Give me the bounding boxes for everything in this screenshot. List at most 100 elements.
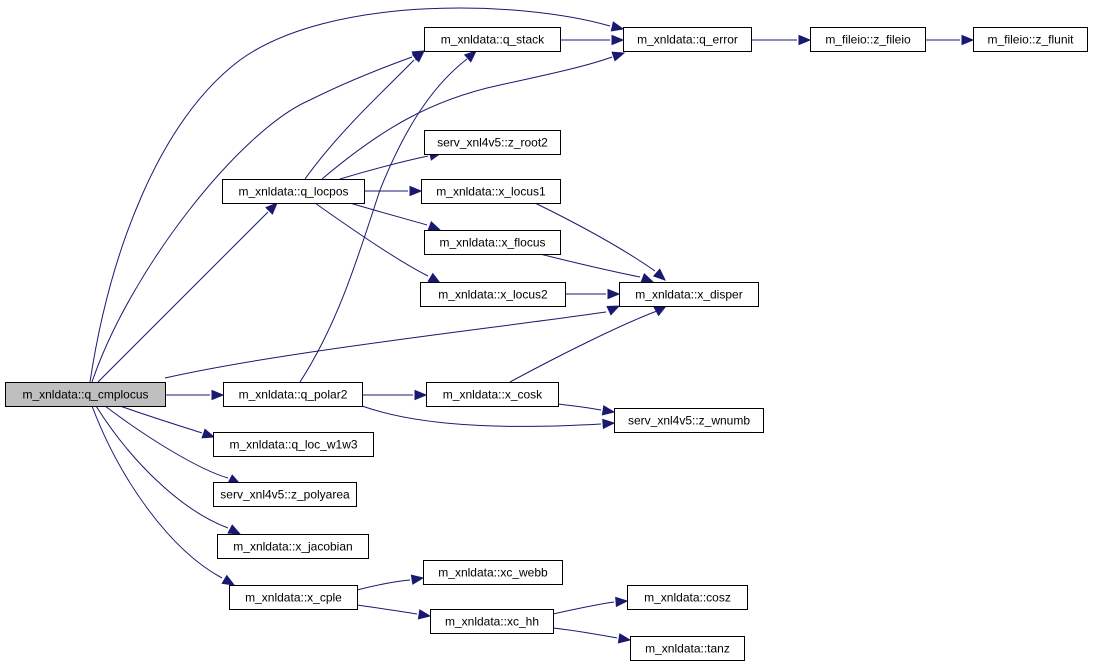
- node-label: m_xnldata::q_loc_w1w3: [229, 438, 357, 452]
- node-x-locus1[interactable]: m_xnldata::x_locus1: [421, 179, 561, 204]
- node-label: m_xnldata::cosz: [644, 591, 731, 605]
- node-label: m_xnldata::x_locus1: [436, 185, 546, 199]
- node-q-stack[interactable]: m_xnldata::q_stack: [424, 27, 561, 52]
- node-label: m_xnldata::q_cmplocus: [22, 388, 148, 402]
- node-z-flunit[interactable]: m_fileio::z_flunit: [973, 27, 1088, 52]
- node-box: [810, 27, 926, 52]
- node-x-jacobian[interactable]: m_xnldata::x_jacobian: [217, 534, 369, 559]
- arrowhead-q_cmplocus-to-q_error: [610, 21, 625, 32]
- edge-x_flocus-to-x_disper: [539, 253, 641, 278]
- node-box: [421, 179, 561, 204]
- arrowhead-q_locpos-to-q_error: [611, 51, 626, 62]
- edge-q_polar2-to-q_stack: [299, 58, 468, 383]
- arrowhead-q_cmplocus-to-q_loc_w1w3: [201, 428, 216, 439]
- node-x-disper[interactable]: m_xnldata::x_disper: [619, 282, 759, 307]
- node-x-flocus[interactable]: m_xnldata::x_flocus: [424, 230, 561, 255]
- node-x-cosk[interactable]: m_xnldata::x_cosk: [426, 382, 559, 407]
- node-label: m_xnldata::x_cple: [245, 591, 342, 605]
- node-box: [5, 382, 166, 407]
- node-z-fileio[interactable]: m_fileio::z_fileio: [810, 27, 926, 52]
- arrowhead-q_locpos-to-x_locus1: [409, 185, 423, 197]
- arrowhead-x_cosk-to-z_wnumb: [601, 405, 616, 416]
- node-box: [222, 179, 365, 204]
- node-box: [424, 27, 561, 52]
- arrowhead-q_locpos-to-q_stack: [411, 50, 425, 63]
- node-box: [424, 130, 561, 155]
- node-label: m_xnldata::tanz: [645, 642, 730, 656]
- node-label: serv_xnl4v5::z_wnumb: [628, 414, 750, 428]
- node-label: serv_xnl4v5::z_root2: [437, 136, 548, 150]
- node-label: m_fileio::z_flunit: [987, 33, 1074, 47]
- node-label: serv_xnl4v5::z_polyarea: [220, 488, 350, 502]
- arrowhead-q_polar2-to-x_cosk: [414, 389, 428, 401]
- node-box: [973, 27, 1088, 52]
- arrowhead-x_flocus-to-x_disper: [640, 273, 655, 283]
- arrowhead-q_cmplocus-to-x_disper: [606, 305, 621, 316]
- edge-q_locpos-to-q_error: [321, 56, 613, 180]
- edge-x_locus1-to-x_disper: [534, 202, 656, 272]
- node-z-polyarea[interactable]: serv_xnl4v5::z_polyarea: [213, 482, 357, 507]
- node-box: [229, 585, 358, 610]
- node-label: m_xnldata::x_cosk: [443, 388, 543, 402]
- arrowhead-q_polar2-to-q_stack: [463, 50, 477, 63]
- arrowhead-q_cmplocus-to-q_polar2: [211, 389, 225, 401]
- node-z-root2[interactable]: serv_xnl4v5::z_root2: [424, 130, 561, 155]
- node-box: [223, 382, 363, 407]
- node-box: [213, 482, 357, 507]
- edge-q_cmplocus-to-z_polyarea: [104, 405, 229, 479]
- edge-q_locpos-to-z_root2: [339, 155, 429, 180]
- node-label: m_xnldata::xc_hh: [445, 615, 539, 629]
- arrowhead-q_polar2-to-z_wnumb: [602, 418, 616, 430]
- edge-x_cosk-to-z_wnumb: [557, 403, 602, 411]
- arrowhead-x_cple-to-xc_webb: [410, 574, 425, 585]
- node-q-loc-w1w3[interactable]: m_xnldata::q_loc_w1w3: [213, 432, 374, 457]
- node-box: [614, 408, 764, 433]
- arrowhead-x_locus1-to-x_disper: [652, 268, 666, 281]
- node-q-locpos[interactable]: m_xnldata::q_locpos: [222, 179, 365, 204]
- node-box: [430, 609, 554, 634]
- arrowhead-q_cmplocus-to-x_cple: [221, 574, 236, 586]
- node-box: [630, 636, 745, 661]
- node-box: [623, 27, 752, 52]
- node-box: [423, 560, 563, 585]
- arrowhead-x_locus2-to-x_disper: [607, 288, 621, 300]
- node-tanz[interactable]: m_xnldata::tanz: [630, 636, 745, 661]
- arrowhead-xc_hh-to-tanz: [617, 633, 632, 644]
- node-box: [627, 585, 748, 610]
- node-z-wnumb[interactable]: serv_xnl4v5::z_wnumb: [614, 408, 764, 433]
- arrowhead-xc_hh-to-cosz: [615, 596, 629, 608]
- node-label: m_xnldata::x_disper: [635, 288, 742, 302]
- edge-x_cple-to-xc_hh: [356, 604, 418, 615]
- edge-q_cmplocus-to-x_cple: [91, 405, 223, 579]
- node-label: m_xnldata::q_polar2: [239, 388, 348, 402]
- node-q-cmplocus[interactable]: m_xnldata::q_cmplocus: [5, 382, 166, 407]
- arrowhead-q_locpos-to-x_locus2: [427, 272, 442, 284]
- edge-q_cmplocus-to-q_error: [89, 7, 611, 383]
- node-q-polar2[interactable]: m_xnldata::q_polar2: [223, 382, 363, 407]
- arrowhead-x_cosk-to-x_disper: [653, 305, 668, 317]
- edge-x_cple-to-xc_webb: [356, 579, 411, 591]
- arrowhead-q_cmplocus-to-q_locpos: [265, 202, 278, 215]
- edge-q_locpos-to-q_stack: [304, 59, 415, 180]
- node-cosz[interactable]: m_xnldata::cosz: [627, 585, 748, 610]
- node-xc-hh[interactable]: m_xnldata::xc_hh: [430, 609, 554, 634]
- node-xc-webb[interactable]: m_xnldata::xc_webb: [423, 560, 563, 585]
- node-box: [619, 282, 759, 307]
- node-label: m_xnldata::q_error: [637, 33, 738, 47]
- node-box: [213, 432, 374, 457]
- node-x-locus2[interactable]: m_xnldata::x_locus2: [420, 282, 566, 307]
- arrowhead-q_stack-to-q_error: [611, 34, 625, 46]
- edge-q_polar2-to-z_wnumb: [361, 405, 602, 427]
- edges-layer: [89, 7, 960, 639]
- node-label: m_xnldata::x_flocus: [439, 236, 545, 250]
- edge-q_cmplocus-to-q_stack: [91, 56, 413, 383]
- arrowhead-z_fileio-to-z_flunit: [961, 34, 975, 46]
- node-box: [217, 534, 369, 559]
- edge-xc_hh-to-tanz: [552, 627, 618, 639]
- edge-q_locpos-to-x_locus2: [314, 202, 429, 277]
- node-q-error[interactable]: m_xnldata::q_error: [623, 27, 752, 52]
- node-x-cple[interactable]: m_xnldata::x_cple: [229, 585, 358, 610]
- node-label: m_xnldata::q_locpos: [238, 185, 348, 199]
